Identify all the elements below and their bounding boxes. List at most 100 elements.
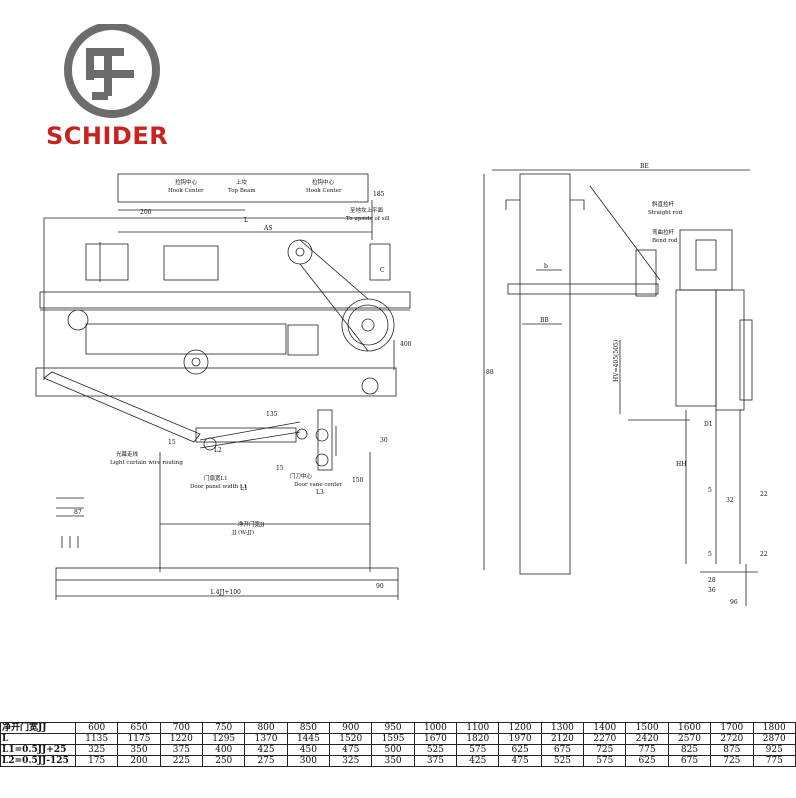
dim-15a: 15 bbox=[168, 439, 176, 446]
dim-400: 400 bbox=[400, 341, 412, 348]
side-view bbox=[483, 169, 758, 606]
table-cell: 525 bbox=[413, 744, 458, 756]
table-cell: 1500 bbox=[625, 722, 669, 734]
dim-L3: L3 bbox=[316, 489, 324, 496]
door-panel-label: Door panel width L1 bbox=[190, 484, 247, 490]
table-cell: 450 bbox=[286, 744, 331, 756]
door-operator-drawing: 拉钩中心 Hook Center 上坎 Top Beam 拉钩中心 Hook C… bbox=[35, 163, 768, 606]
table-cell: 375 bbox=[159, 744, 204, 756]
table-cell: 225 bbox=[159, 755, 204, 767]
table-cell: 700 bbox=[159, 722, 204, 734]
table-cell: 175 bbox=[74, 755, 119, 767]
bend-rod-cn: 弯曲拉杆 bbox=[652, 228, 675, 236]
dim-200: 200 bbox=[140, 209, 152, 216]
table-cell: 2120 bbox=[540, 733, 585, 745]
table-cell: 725 bbox=[583, 744, 627, 756]
table-cell: 1520 bbox=[329, 733, 373, 745]
dim-87: 87 bbox=[74, 509, 82, 516]
light-curtain-cn: 光幕走线 bbox=[116, 450, 139, 458]
row-header: L2=0.5JJ-125 bbox=[0, 755, 76, 767]
light-curtain-label: Light curtain wire routing bbox=[110, 460, 183, 466]
dim-135: 135 bbox=[266, 411, 278, 418]
table-cell: 1820 bbox=[456, 733, 500, 745]
front-view-labels: 拉钩中心 Hook Center 上坎 Top Beam 拉钩中心 Hook C… bbox=[74, 178, 412, 596]
dim-185: 185 bbox=[373, 191, 385, 198]
sill-cn: 至地坎上平面 bbox=[350, 206, 384, 214]
door-vane-label: Door vane center bbox=[294, 482, 343, 488]
table-cell: 775 bbox=[625, 744, 669, 756]
dim-32: 32 bbox=[726, 497, 734, 504]
table-cell: 800 bbox=[244, 722, 288, 734]
door-panel-cn: 门扇宽L1 bbox=[204, 474, 228, 482]
table-cell: 2870 bbox=[752, 733, 796, 745]
dim-L: L bbox=[244, 217, 248, 224]
table-cell: 1595 bbox=[371, 733, 415, 745]
dim-22b: 22 bbox=[760, 551, 768, 558]
table-cell: 950 bbox=[371, 722, 415, 734]
table-cell: 675 bbox=[667, 755, 712, 767]
straight-rod-cn: 斜直拉杆 bbox=[652, 200, 675, 208]
table-cell: 200 bbox=[117, 755, 161, 767]
straight-rod-label: Straight rod bbox=[648, 210, 683, 216]
dim-36: 36 bbox=[708, 587, 716, 594]
dim-5b: 5 bbox=[708, 551, 712, 558]
table-cell: 300 bbox=[286, 755, 331, 767]
dim-BE: BE bbox=[640, 163, 649, 170]
table-cell: 1670 bbox=[413, 733, 458, 745]
dim-96: 96 bbox=[730, 599, 738, 606]
dim-28: 28 bbox=[708, 577, 716, 584]
table-cell: 675 bbox=[540, 744, 585, 756]
table-cell: 525 bbox=[540, 755, 585, 767]
table-cell: 425 bbox=[244, 744, 288, 756]
table-cell: 875 bbox=[710, 744, 754, 756]
table-cell: 625 bbox=[625, 755, 669, 767]
table-cell: 1600 bbox=[667, 722, 712, 734]
table-cell: 400 bbox=[202, 744, 246, 756]
table-cell: 575 bbox=[456, 744, 500, 756]
side-view-labels: 斜直拉杆 Straight rod 弯曲拉杆 Bend rod BE b BB … bbox=[486, 163, 768, 606]
dim-15b: 15 bbox=[276, 465, 284, 472]
table-cell: 325 bbox=[74, 744, 119, 756]
schider-logo bbox=[64, 24, 160, 118]
table-cell: 1200 bbox=[498, 722, 542, 734]
table-cell: 2270 bbox=[583, 733, 627, 745]
dim-150: 150 bbox=[352, 477, 364, 484]
top-beam-label: Top Beam bbox=[228, 188, 256, 194]
sill-label: To upside of sill bbox=[346, 216, 390, 222]
dim-b: b bbox=[544, 263, 548, 270]
top-beam-cn: 上坎 bbox=[236, 178, 248, 186]
table-cell: 2420 bbox=[625, 733, 669, 745]
hook-center-label: Hook Center bbox=[168, 188, 204, 194]
table-cell: 1295 bbox=[202, 733, 246, 745]
table-cell: 725 bbox=[710, 755, 754, 767]
table-cell: 825 bbox=[667, 744, 712, 756]
dim-1jj: 1.4JJ+100 bbox=[210, 589, 241, 596]
table-cell: 350 bbox=[371, 755, 415, 767]
table-cell: 625 bbox=[498, 744, 542, 756]
table-cell: 250 bbox=[202, 755, 246, 767]
dim-L1: L1 bbox=[240, 485, 248, 492]
table-cell: 1700 bbox=[710, 722, 754, 734]
table-cell: 1135 bbox=[74, 733, 119, 745]
table-cell: 600 bbox=[74, 722, 119, 734]
table-cell: 425 bbox=[456, 755, 500, 767]
table-cell: 1400 bbox=[583, 722, 627, 734]
table-cell: 2720 bbox=[710, 733, 754, 745]
table-cell: 2570 bbox=[667, 733, 712, 745]
hook-center2-label: Hook Center bbox=[306, 188, 342, 194]
table-cell: 1175 bbox=[117, 733, 161, 745]
table-cell: 1000 bbox=[413, 722, 458, 734]
table-cell: 1300 bbox=[540, 722, 585, 734]
table-cell: 900 bbox=[329, 722, 373, 734]
table-cell: 1370 bbox=[244, 733, 288, 745]
table-cell: 475 bbox=[329, 744, 373, 756]
table-cell: 1970 bbox=[498, 733, 542, 745]
table-cell: 350 bbox=[117, 744, 161, 756]
dim-88: 88 bbox=[486, 369, 494, 376]
dim-AS: AS bbox=[263, 225, 272, 232]
